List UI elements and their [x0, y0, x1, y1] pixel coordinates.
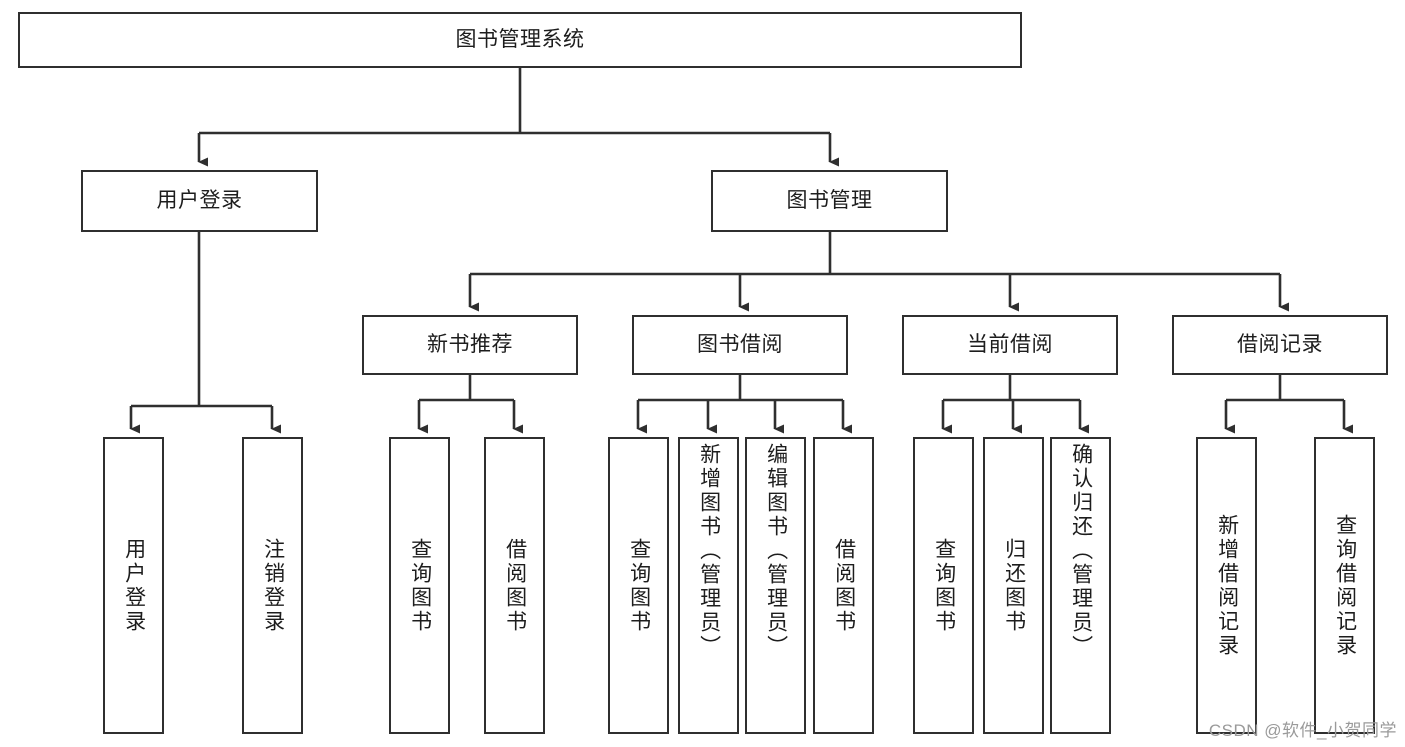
- node-label: 新增图书（管理员）: [697, 443, 721, 659]
- node-label: 归还图书: [1002, 537, 1026, 634]
- node-label: 借阅图书: [832, 537, 856, 634]
- node-label: 查询图书: [408, 537, 432, 634]
- node-leaf-search-book-recommend[interactable]: 查询图书: [389, 437, 450, 734]
- node-label: 借阅图书: [503, 537, 527, 634]
- node-current-borrow[interactable]: 当前借阅: [902, 315, 1118, 375]
- node-leaf-add-borrow-record[interactable]: 新增借阅记录: [1196, 437, 1257, 734]
- node-label: 借阅记录: [1237, 332, 1323, 356]
- node-leaf-edit-book-admin[interactable]: 编辑图书（管理员）: [745, 437, 806, 734]
- watermark: CSDN @软件_小贺同学: [1208, 721, 1397, 740]
- node-leaf-user-login[interactable]: 用户登录: [103, 437, 164, 734]
- node-new-book-recommend[interactable]: 新书推荐: [362, 315, 578, 375]
- node-borrow-record[interactable]: 借阅记录: [1172, 315, 1388, 375]
- node-leaf-add-book-admin[interactable]: 新增图书（管理员）: [678, 437, 739, 734]
- node-label: 确认归还（管理员）: [1069, 443, 1093, 659]
- node-label: 查询图书: [627, 537, 651, 634]
- node-leaf-search-borrow-record[interactable]: 查询借阅记录: [1314, 437, 1375, 734]
- node-label: 编辑图书（管理员）: [764, 443, 788, 659]
- node-leaf-borrow-book-recommend[interactable]: 借阅图书: [484, 437, 545, 734]
- node-label: 当前借阅: [967, 332, 1053, 356]
- node-label: 图书管理: [786, 188, 873, 212]
- node-book-management[interactable]: 图书管理: [711, 170, 948, 232]
- node-book-borrow[interactable]: 图书借阅: [632, 315, 848, 375]
- node-leaf-logout[interactable]: 注销登录: [242, 437, 303, 734]
- node-leaf-borrow-book[interactable]: 借阅图书: [813, 437, 874, 734]
- node-label: 注销登录: [261, 537, 285, 634]
- node-leaf-confirm-return-admin[interactable]: 确认归还（管理员）: [1050, 437, 1111, 734]
- node-label: 查询借阅记录: [1333, 513, 1357, 658]
- node-label: 查询图书: [932, 537, 956, 634]
- node-leaf-search-book-borrow[interactable]: 查询图书: [608, 437, 669, 734]
- node-label: 新增借阅记录: [1215, 513, 1239, 658]
- node-leaf-search-book-current[interactable]: 查询图书: [913, 437, 974, 734]
- node-leaf-return-book[interactable]: 归还图书: [983, 437, 1044, 734]
- node-root-book-management-system[interactable]: 图书管理系统: [18, 12, 1022, 68]
- node-label: 用户登录: [156, 188, 243, 212]
- node-label: 新书推荐: [427, 332, 513, 356]
- node-label: 图书借阅: [697, 332, 783, 356]
- node-label: 用户登录: [122, 537, 146, 634]
- node-label: 图书管理系统: [455, 27, 585, 51]
- node-user-login[interactable]: 用户登录: [81, 170, 318, 232]
